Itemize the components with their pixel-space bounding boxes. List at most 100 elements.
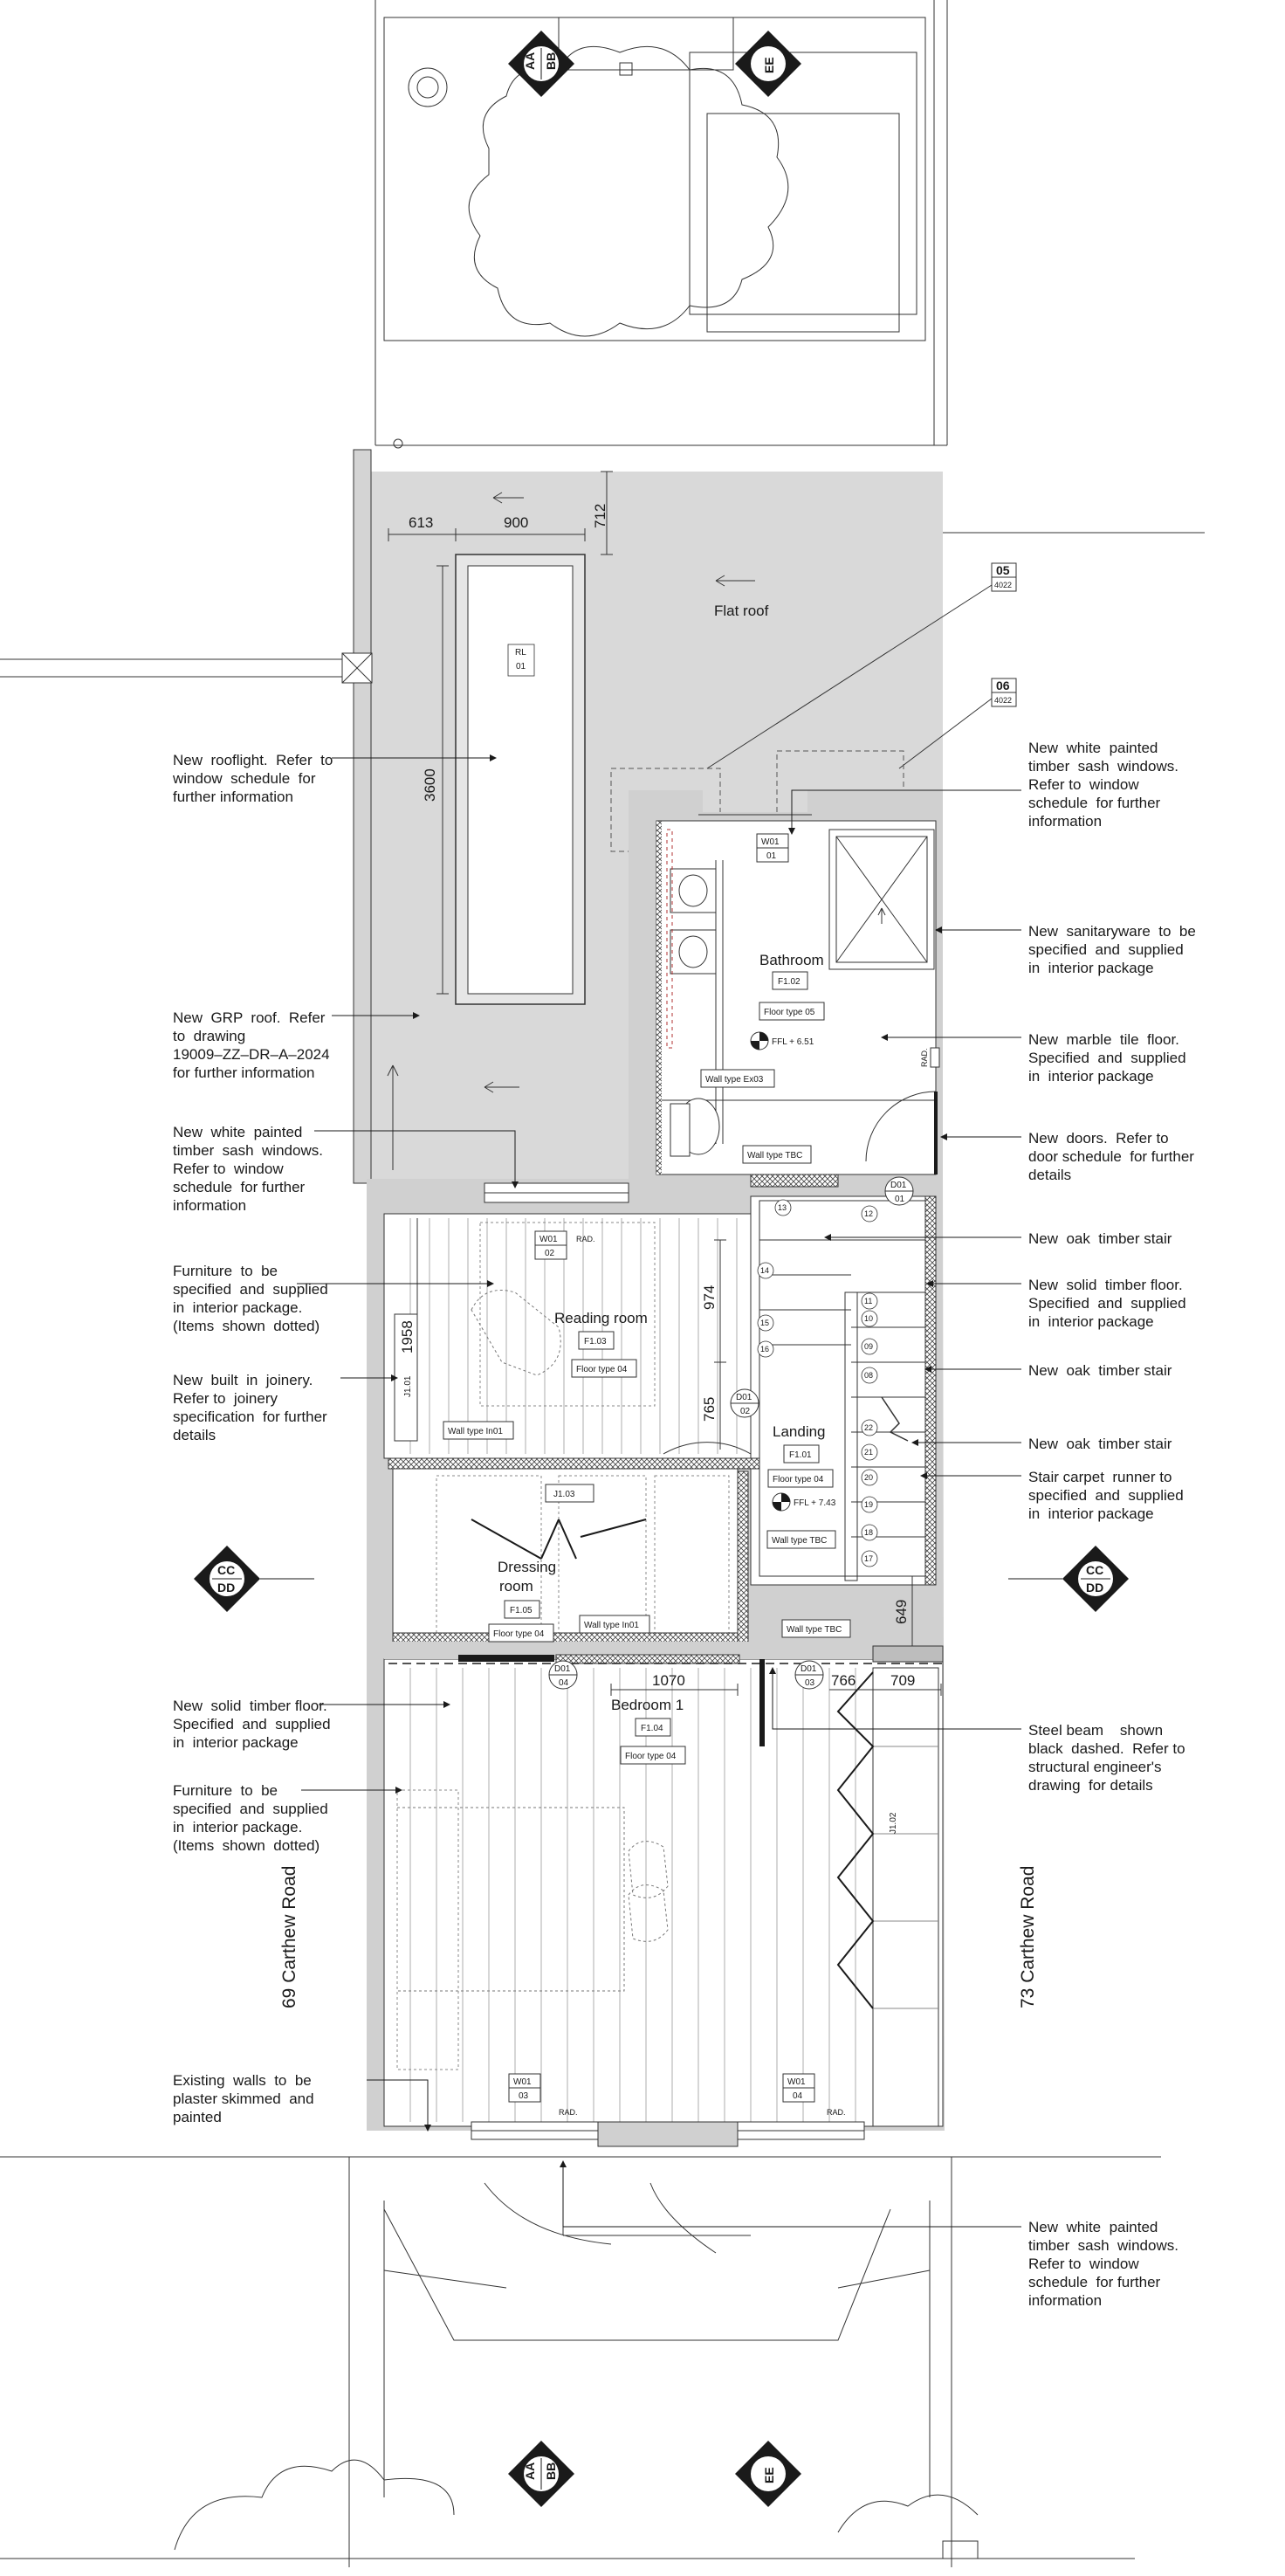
svg-text:F1.04: F1.04 xyxy=(641,1724,663,1733)
svg-text:F1.03: F1.03 xyxy=(584,1337,607,1347)
svg-text:Wall type Ex03: Wall type Ex03 xyxy=(705,1075,764,1085)
svg-text:BB: BB xyxy=(544,52,558,70)
svg-text:F1.01: F1.01 xyxy=(789,1450,812,1460)
svg-text:03: 03 xyxy=(805,1678,815,1688)
svg-text:RAD.: RAD. xyxy=(559,2108,578,2117)
section-marker-aa-bb-bottom: AA BB xyxy=(508,2441,574,2507)
note-rooflight: New rooflight. Refer to window schedule … xyxy=(173,752,333,805)
svg-text:RAD.: RAD. xyxy=(920,1048,929,1067)
stair-step-numbers: 13 12 11 10 09 08 14 15 16 22 21 20 19 1… xyxy=(760,1203,873,1563)
svg-text:04: 04 xyxy=(559,1678,569,1688)
svg-text:18: 18 xyxy=(864,1528,873,1537)
svg-text:DD: DD xyxy=(217,1581,235,1595)
section-marker-ee-top: EE xyxy=(735,31,801,97)
svg-text:01: 01 xyxy=(516,662,526,672)
note-doors: New doors. Refer to door schedule for fu… xyxy=(1028,1130,1194,1183)
svg-text:BB: BB xyxy=(544,2462,558,2480)
svg-text:13: 13 xyxy=(778,1203,787,1212)
svg-text:RAD.: RAD. xyxy=(827,2108,846,2117)
svg-text:649: 649 xyxy=(893,1600,910,1624)
svg-text:02: 02 xyxy=(740,1407,751,1416)
svg-text:03: 03 xyxy=(519,2091,529,2101)
note-timber-floor-right: New solid timber floor. Specified and su… xyxy=(1028,1277,1186,1330)
svg-text:RAD.: RAD. xyxy=(576,1235,595,1243)
svg-text:CC: CC xyxy=(1086,1563,1103,1577)
svg-text:05: 05 xyxy=(996,563,1010,577)
svg-text:DD: DD xyxy=(1086,1581,1103,1595)
note-joinery: New built in joinery. Refer to joinery s… xyxy=(173,1372,327,1443)
svg-text:Floor type 04: Floor type 04 xyxy=(493,1629,545,1639)
svg-text:W01: W01 xyxy=(539,1235,558,1244)
svg-text:Floor type 04: Floor type 04 xyxy=(773,1475,824,1484)
svg-text:Wall type TBC: Wall type TBC xyxy=(772,1536,827,1546)
rear-garden xyxy=(375,0,948,449)
svg-text:D01: D01 xyxy=(736,1393,752,1402)
svg-text:01: 01 xyxy=(766,851,777,861)
svg-text:W01: W01 xyxy=(787,2077,806,2087)
svg-text:EE: EE xyxy=(762,2467,776,2483)
svg-text:22: 22 xyxy=(864,1423,873,1432)
dressing-room-label-2: room xyxy=(499,1578,533,1595)
note-sash-top-right: New white painted timber sash windows. R… xyxy=(1028,740,1178,830)
first-floor-rooms xyxy=(0,1182,1161,2567)
section-marker-cc-dd-left: CC DD xyxy=(194,1546,314,1612)
svg-text:766: 766 xyxy=(831,1672,856,1689)
svg-text:Wall type In01: Wall type In01 xyxy=(584,1621,639,1630)
note-existing-walls: Existing walls to be plaster skimmed and… xyxy=(173,2072,314,2125)
svg-text:4022: 4022 xyxy=(994,696,1012,705)
bedroom-label: Bedroom 1 xyxy=(611,1697,684,1713)
svg-text:FFL + 7.43: FFL + 7.43 xyxy=(794,1498,836,1508)
svg-text:15: 15 xyxy=(760,1319,769,1327)
svg-text:D01: D01 xyxy=(801,1664,817,1674)
note-steel-beam: Steel beam shown black dashed. Refer to … xyxy=(1028,1722,1185,1794)
svg-text:04: 04 xyxy=(793,2091,803,2101)
svg-text:19: 19 xyxy=(864,1500,873,1509)
dimensions: 613 900 712 3600 974 1958 765 649 1070 7… xyxy=(399,504,915,1689)
note-furniture-2: Furniture to be specified and supplied i… xyxy=(173,1782,328,1854)
svg-text:F1.05: F1.05 xyxy=(510,1606,533,1615)
note-sanitaryware: New sanitaryware to be specified and sup… xyxy=(1028,923,1196,976)
tags: RL 01 W01 01 W01 02 W01 03 W01 04 F1.02 … xyxy=(403,648,929,2117)
svg-text:F1.02: F1.02 xyxy=(778,977,801,987)
svg-text:21: 21 xyxy=(864,1448,873,1457)
svg-text:Wall type TBC: Wall type TBC xyxy=(787,1625,842,1635)
dressing-room-label-1: Dressing xyxy=(498,1559,556,1575)
note-oak-stair-3: New oak timber stair xyxy=(1028,1436,1172,1452)
svg-text:1070: 1070 xyxy=(652,1672,685,1689)
svg-text:J1.02: J1.02 xyxy=(889,1812,898,1834)
svg-text:900: 900 xyxy=(504,514,528,531)
svg-text:Wall type TBC: Wall type TBC xyxy=(747,1151,802,1161)
note-marble: New marble tile floor. Specified and sup… xyxy=(1028,1031,1186,1085)
svg-text:10: 10 xyxy=(864,1314,873,1323)
section-marker-aa-bb-top: AA BB xyxy=(508,31,574,97)
svg-text:1958: 1958 xyxy=(399,1320,416,1353)
detail-references xyxy=(610,562,1017,852)
note-oak-stair-1: New oak timber stair xyxy=(1028,1230,1172,1247)
svg-text:16: 16 xyxy=(760,1345,769,1353)
flat-roof-label: Flat roof xyxy=(714,603,769,619)
svg-text:W01: W01 xyxy=(761,837,780,847)
bathroom-label: Bathroom xyxy=(759,952,824,968)
note-timber-floor-left: New solid timber floor. Specified and su… xyxy=(173,1698,331,1751)
svg-text:D01: D01 xyxy=(554,1664,571,1674)
note-carpet: Stair carpet runner to specified and sup… xyxy=(1028,1469,1184,1522)
svg-text:712: 712 xyxy=(592,504,608,528)
svg-text:11: 11 xyxy=(864,1297,872,1305)
svg-text:AA: AA xyxy=(523,2462,537,2480)
svg-text:974: 974 xyxy=(701,1285,718,1310)
svg-text:14: 14 xyxy=(760,1266,769,1275)
note-sash-bottom-right: New white painted timber sash windows. R… xyxy=(1028,2219,1178,2309)
note-oak-stair-2: New oak timber stair xyxy=(1028,1362,1172,1379)
svg-text:06: 06 xyxy=(996,678,1010,692)
svg-text:01: 01 xyxy=(895,1195,905,1204)
svg-text:Floor type 04: Floor type 04 xyxy=(576,1365,628,1374)
right-road-label: 73 Carthew Road xyxy=(1018,1866,1038,2008)
note-grp-roof: New GRP roof. Refer to drawing 19009–ZZ–… xyxy=(173,1009,330,1081)
svg-text:20: 20 xyxy=(864,1473,873,1482)
svg-text:EE: EE xyxy=(762,57,776,73)
svg-text:3600: 3600 xyxy=(422,768,438,802)
svg-text:FFL + 6.51: FFL + 6.51 xyxy=(772,1037,814,1047)
svg-text:4022: 4022 xyxy=(994,581,1012,589)
reading-room-label: Reading room xyxy=(554,1310,648,1326)
